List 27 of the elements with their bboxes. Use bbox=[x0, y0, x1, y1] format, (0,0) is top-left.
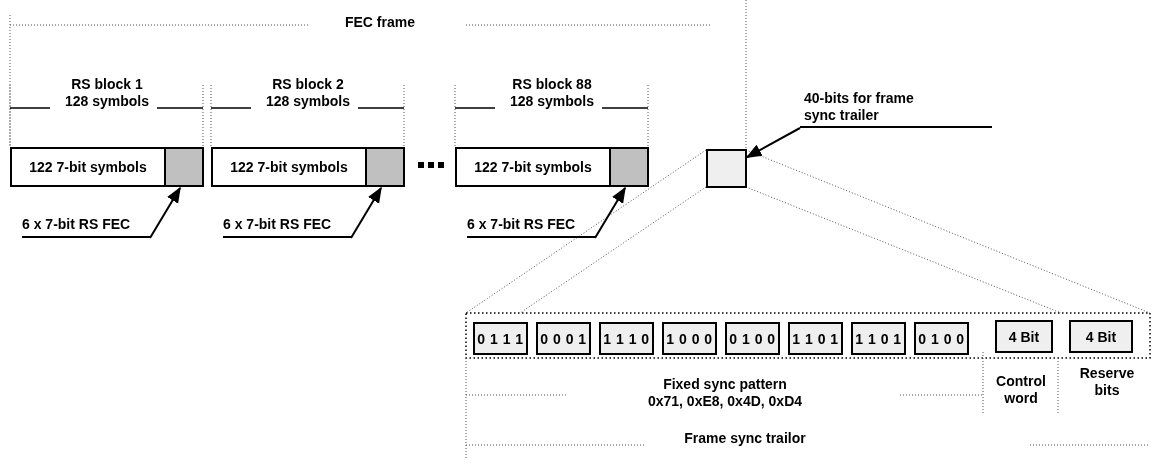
fec-block bbox=[164, 147, 204, 187]
fec-block bbox=[365, 147, 405, 187]
leader-arrow bbox=[594, 186, 626, 239]
callout-text: 6 x 7-bit RS FEC bbox=[223, 216, 351, 238]
bit-pattern-box: 1 1 0 1 bbox=[851, 322, 906, 355]
data-block: 122 7-bit symbols bbox=[211, 147, 367, 187]
fec-block bbox=[609, 147, 649, 187]
data-block: 122 7-bit symbols bbox=[455, 147, 611, 187]
dimension-label: RS block 1 128 symbols bbox=[64, 76, 150, 110]
leader-arrow bbox=[149, 186, 181, 239]
bit-pattern-box: 1 1 0 1 bbox=[788, 322, 843, 355]
bit-field-box: 4 Bit bbox=[1069, 320, 1133, 353]
bit-pattern-box: 1 0 0 0 bbox=[662, 322, 717, 355]
bit-pattern-box: 1 1 1 0 bbox=[599, 322, 654, 355]
callout-text: 40-bits for frame sync trailer bbox=[800, 90, 992, 128]
dimension-label: RS block 2 128 symbols bbox=[265, 76, 351, 110]
data-block: 122 7-bit symbols bbox=[10, 147, 166, 187]
callout-text: 6 x 7-bit RS FEC bbox=[22, 216, 150, 238]
bit-pattern-box: 0 1 0 0 bbox=[914, 322, 969, 355]
dimension-label: Fixed sync pattern 0x71, 0xE8, 0x4D, 0xD4 bbox=[645, 376, 805, 410]
bit-pattern-box: 0 1 0 0 bbox=[725, 322, 780, 355]
bit-pattern-box: 0 1 1 1 bbox=[473, 322, 528, 355]
leader-arrow bbox=[350, 186, 382, 239]
bit-field-box: 4 Bit bbox=[995, 320, 1053, 353]
callout-text: 6 x 7-bit RS FEC bbox=[467, 216, 595, 238]
trailer-block bbox=[706, 149, 747, 188]
bit-pattern-box: 0 0 0 1 bbox=[536, 322, 591, 355]
